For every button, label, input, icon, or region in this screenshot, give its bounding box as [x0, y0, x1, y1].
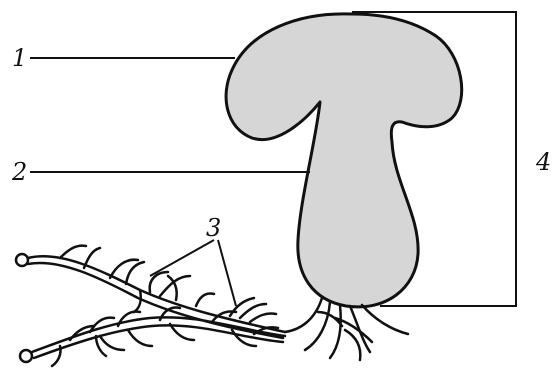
mycelium	[28, 246, 285, 366]
label-1: 1	[12, 44, 27, 72]
label-4: 4	[535, 148, 551, 176]
mycelium-end-upper	[16, 254, 28, 266]
leader-line-3b	[218, 240, 236, 306]
label-3: 3	[206, 214, 221, 242]
mushroom-fruiting-body	[226, 14, 462, 307]
label-2: 2	[11, 158, 27, 186]
mycelium-end-lower	[20, 350, 32, 362]
leader-line-3a	[150, 240, 214, 276]
